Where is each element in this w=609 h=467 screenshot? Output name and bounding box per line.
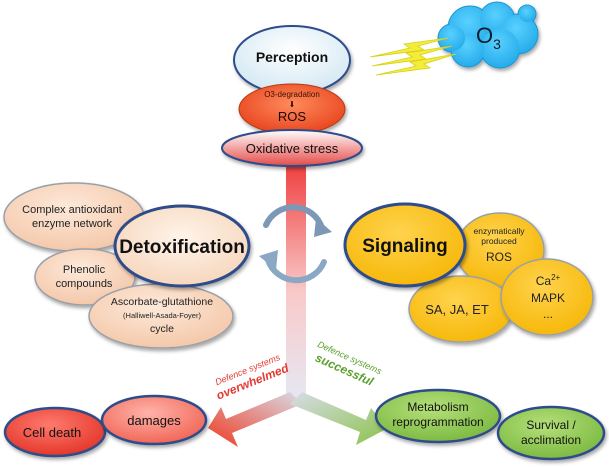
detox-item-antioxidant-line-2: enzyme network <box>32 218 113 230</box>
signaling-ellipsis-label: ... <box>543 307 553 321</box>
damages-label: damages <box>127 413 181 428</box>
detox-item-ascorbate-line-1: Ascorbate-glutathione <box>111 296 213 308</box>
detox-item-phenolic-line-2: compounds <box>56 278 113 290</box>
signaling-ca-mapk-bubble <box>500 258 594 336</box>
survival-line-1: Survival / <box>526 418 576 432</box>
detox-item-phenolic-line-1: Phenolic <box>63 264 106 276</box>
survival-line-2: acclimation <box>521 433 581 447</box>
signaling-ca-label: Ca2+ <box>536 273 561 288</box>
detoxification-label: Detoxification <box>119 237 245 258</box>
detox-item-ascorbate-line-2: (Halliwell-Asada-Foyer) <box>123 311 201 320</box>
survival-bubble <box>496 405 606 461</box>
successful-branch-arrow <box>290 392 388 445</box>
successful-branch-label: Defence systems successful <box>313 339 383 389</box>
metabolism-line-1: Metabolism <box>407 400 468 414</box>
damages-bubble <box>100 394 208 446</box>
ozone-label: O3 <box>476 23 501 52</box>
o3-degradation-label: O3-degradation <box>264 90 320 99</box>
detox-item-phenolic-bubble <box>34 248 136 306</box>
ros-label: ROS <box>278 109 307 124</box>
overwhelmed-branch-label: Defence systems overwhelmed <box>214 352 292 403</box>
signaling-ros-line-1: enzymatically <box>473 226 525 236</box>
metabolism-line-2: reprogrammation <box>392 415 483 429</box>
oxidative-stress-bubble <box>221 129 363 167</box>
detox-item-ascorbate-line-3: cycle <box>150 323 174 335</box>
perception-label: Perception <box>256 49 328 65</box>
signaling-label: Signaling <box>362 236 448 257</box>
cell-death-label: Cell death <box>23 425 82 440</box>
ozone-cloud <box>437 1 539 69</box>
signaling-bubble <box>343 202 467 288</box>
signaling-ros-line-2: produced <box>481 236 517 246</box>
central-flow <box>208 160 388 447</box>
signaling-mapk-label: MAPK <box>531 291 565 305</box>
lightning-bolt-icon <box>369 37 457 76</box>
oxidative-stress-label: Oxidative stress <box>246 141 339 156</box>
overwhelmed-branch-arrow <box>208 392 302 447</box>
detoxification-bubble <box>113 204 251 288</box>
cell-death-bubble <box>3 406 107 458</box>
cycle-arrow-head-left <box>259 250 278 270</box>
cycle-arrow-head-right <box>314 218 332 237</box>
detox-item-antioxidant-line-1: Complex antioxidant <box>22 204 122 216</box>
signaling-ros-line-3: ROS <box>486 250 512 264</box>
signaling-hormones-label: SA, JA, ET <box>425 302 489 317</box>
metabolism-bubble <box>374 388 502 444</box>
degradation-arrow-icon: ⬇ <box>289 100 296 109</box>
